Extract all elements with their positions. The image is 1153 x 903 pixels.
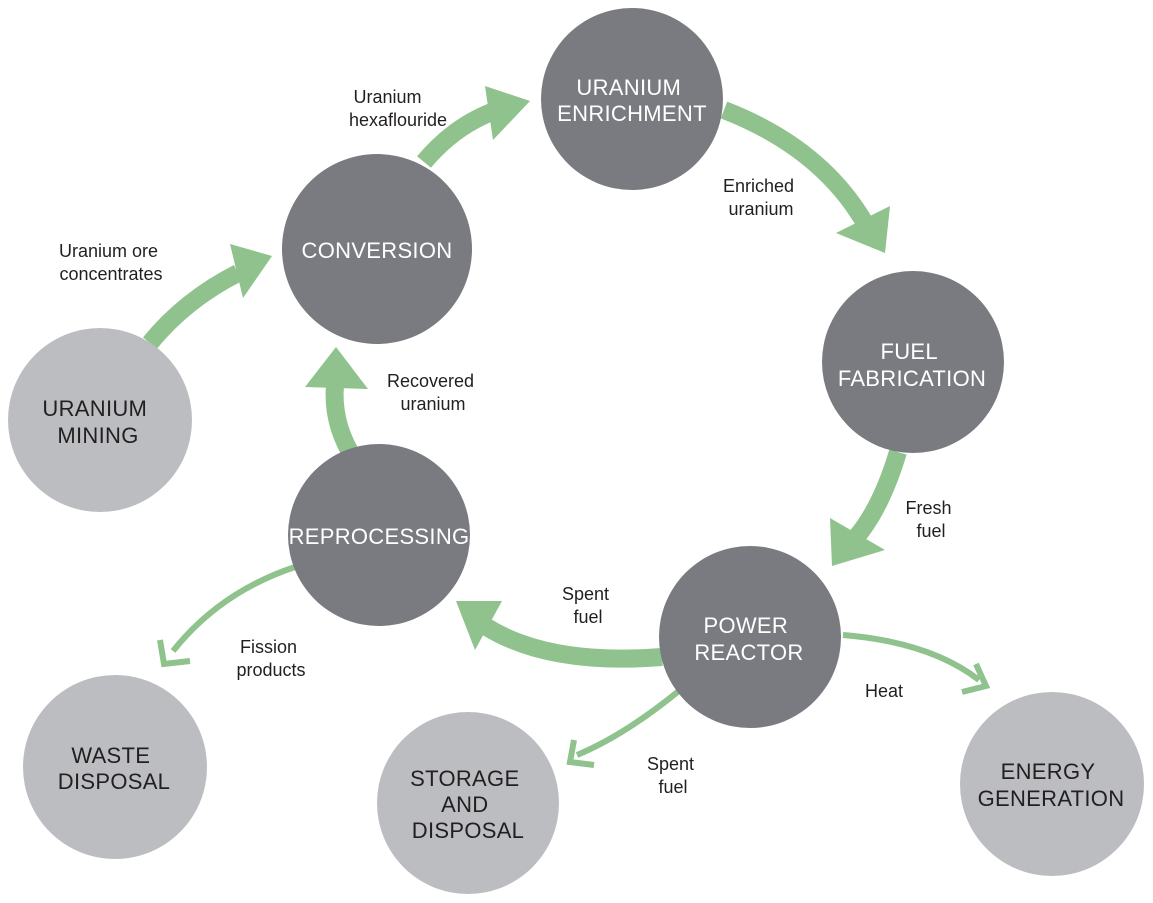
node-label-energy-generation: ENERGY GENERATION — [978, 759, 1125, 811]
node-fuel-fabrication: FUEL FABRICATION — [822, 271, 1004, 453]
edge-label-enriched-uranium: Enriched uranium — [723, 176, 799, 219]
edge-label-recovered-uranium: Recovered uranium — [387, 371, 479, 414]
arrow-reprocessing-to-conversion — [305, 347, 368, 457]
arrow-reprocessing-to-waste — [157, 564, 296, 668]
arrow-reactor-to-storage — [566, 687, 682, 768]
edge-label-heat: Heat — [865, 681, 903, 701]
node-label-waste-disposal: WASTE DISPOSAL — [58, 743, 170, 794]
arrow-fabrication-to-reactor — [830, 449, 907, 566]
edge-label-fresh-fuel: Fresh fuel — [905, 498, 956, 541]
node-energy-generation: ENERGY GENERATION — [960, 692, 1144, 876]
node-uranium-mining: URANIUM MINING — [8, 328, 192, 512]
node-power-reactor: POWER REACTOR — [659, 546, 841, 728]
node-label-reprocessing: REPROCESSING — [289, 524, 470, 549]
arrow-mining-to-conversion — [143, 244, 272, 349]
node-waste-disposal: WASTE DISPOSAL — [23, 675, 207, 859]
node-label-power-reactor: POWER REACTOR — [694, 613, 803, 665]
node-uranium-enrichment: URANIUM ENRICHMENT — [541, 8, 723, 190]
edge-label-spent-fuel-storage: Spent fuel — [647, 754, 699, 797]
arrow-reactor-to-energy — [842, 632, 991, 695]
node-reprocessing: REPROCESSING — [288, 444, 470, 626]
edge-label-hexafluoride: Uranium hexaflouride — [349, 87, 447, 130]
node-conversion: CONVERSION — [282, 154, 472, 344]
node-storage-and-disposal: STORAGE AND DISPOSAL — [377, 712, 559, 894]
node-label-storage-and-disposal: STORAGE AND DISPOSAL — [410, 766, 526, 843]
node-label-uranium-enrichment: URANIUM ENRICHMENT — [557, 75, 707, 126]
arrow-conversion-to-enrichment — [417, 86, 530, 168]
edge-label-fission-products: Fission products — [236, 637, 305, 680]
node-label-conversion: CONVERSION — [302, 238, 453, 263]
edge-label-spent-fuel-reprocessing: Spent fuel — [562, 584, 614, 627]
arrow-reactor-to-reprocessing — [456, 601, 663, 668]
node-label-uranium-mining: URANIUM MINING — [42, 396, 153, 448]
edge-label-ore-concentrates: Uranium ore concentrates — [59, 241, 163, 284]
arrow-enrichment-to-fabrication — [720, 101, 890, 253]
node-label-fuel-fabrication: FUEL FABRICATION — [838, 339, 986, 391]
